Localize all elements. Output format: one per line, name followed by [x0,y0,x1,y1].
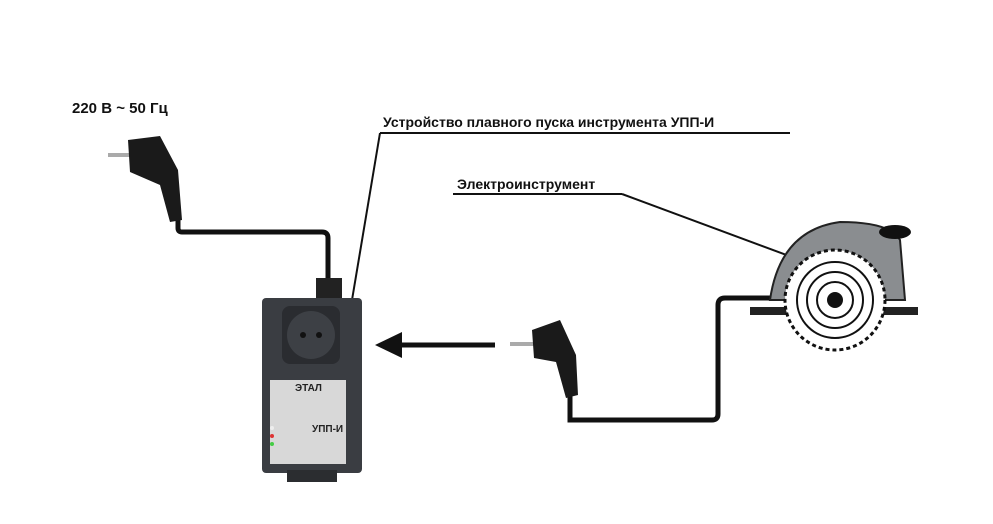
tool-leader-line [621,193,801,261]
insert-arrow-icon [375,332,495,358]
circular-saw-icon [750,220,918,352]
device-brand-logo: ЭТАЛ [295,383,322,394]
device-model-label: УПП-И [312,424,344,435]
soft-start-device [262,278,362,482]
tool-cable [567,295,775,423]
device-label: Устройство плавного пуска инструмента УП… [383,114,715,130]
input-plug-icon [108,136,182,222]
tool-label: Электроинструмент [457,176,596,192]
tool-plug-icon [510,320,578,398]
device-leader-line [351,132,381,301]
input-cable [175,215,331,285]
power-label: 220 В ~ 50 Гц [72,100,168,117]
